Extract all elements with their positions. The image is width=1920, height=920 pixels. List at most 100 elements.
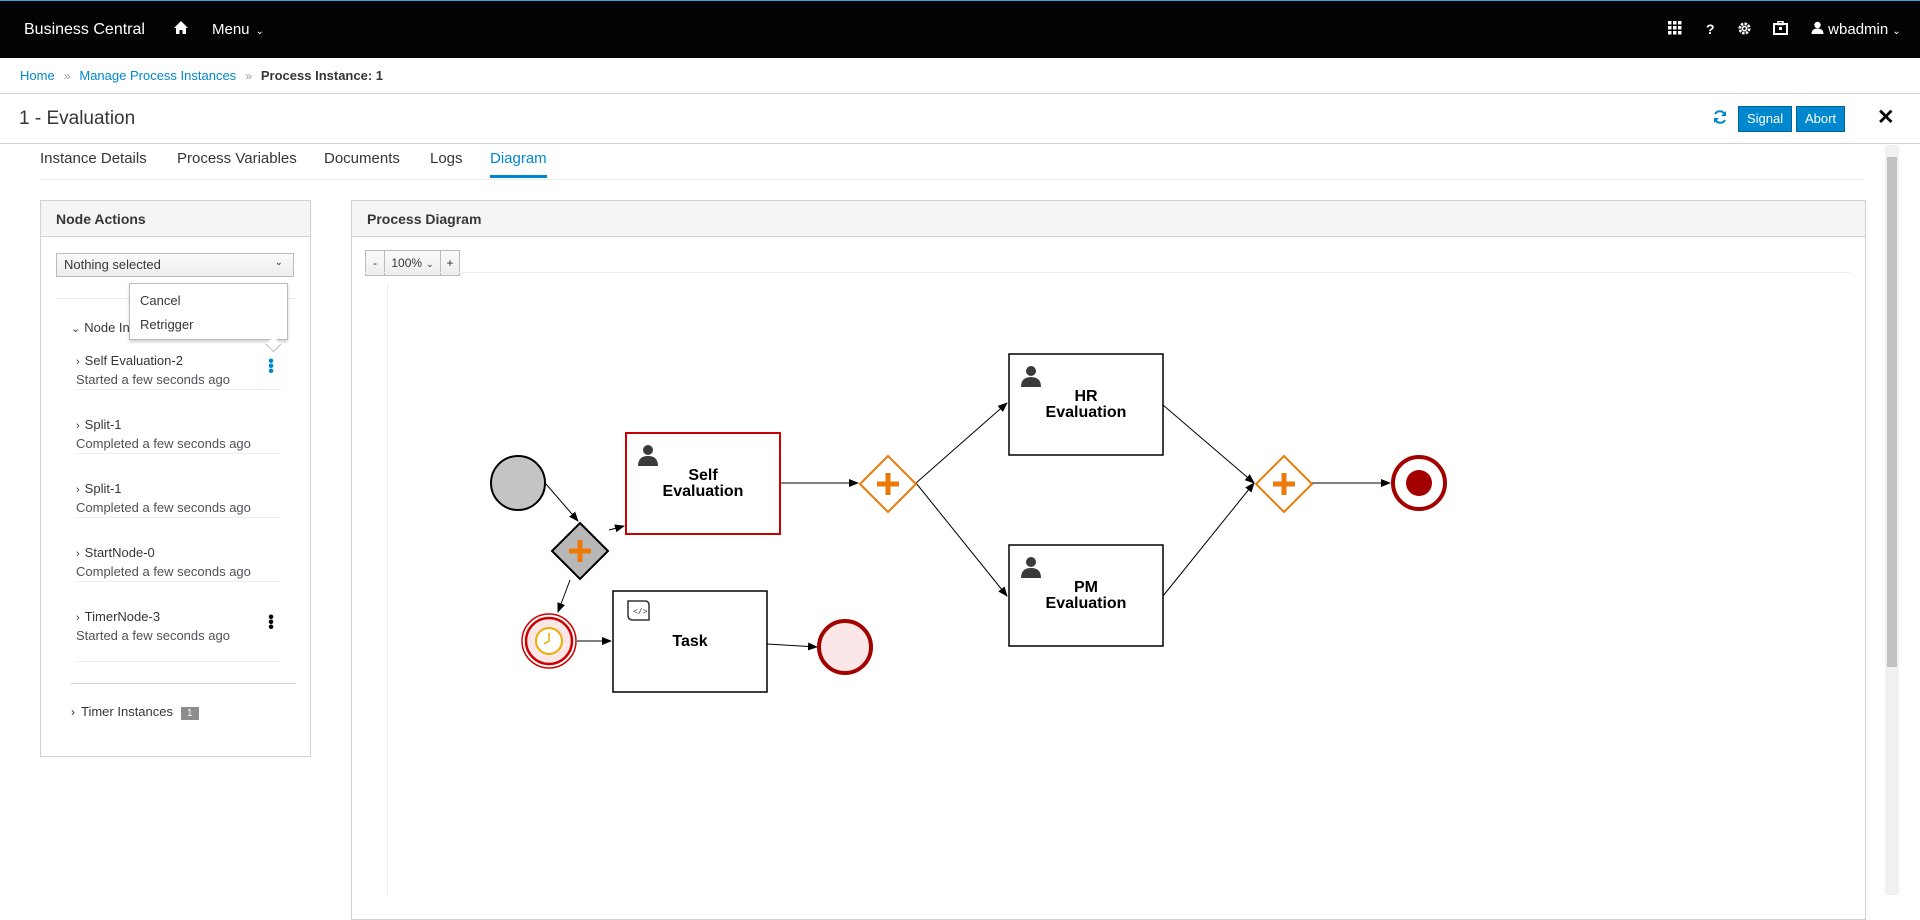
canvas-ruler: [387, 283, 388, 895]
node-name: StartNode-0: [84, 545, 155, 560]
tab-diagram[interactable]: Diagram: [490, 150, 547, 178]
chevron-right-icon: ›: [76, 420, 80, 432]
kebab-menu-icon[interactable]: •••: [268, 609, 274, 636]
scrollbar-thumb[interactable]: [1887, 157, 1897, 667]
node-status: Completed a few seconds ago: [76, 500, 251, 515]
timer-event[interactable]: [521, 613, 577, 669]
refresh-icon[interactable]: [1712, 109, 1728, 130]
signal-button[interactable]: Signal: [1738, 106, 1793, 132]
abort-button[interactable]: Abort: [1796, 106, 1846, 132]
chevron-right-icon: ›: [76, 612, 80, 624]
list-item[interactable]: › Split-1 Completed a few seconds ago: [76, 417, 276, 451]
node-status: Started a few seconds ago: [76, 628, 230, 643]
divider: [76, 389, 281, 390]
breadcrumb-home[interactable]: Home: [20, 68, 55, 83]
zoom-level-select[interactable]: 100%⌄: [384, 250, 441, 276]
task-label-line: Evaluation: [1046, 404, 1127, 421]
node-select-value: Nothing selected: [64, 257, 161, 272]
timer-count-badge: 1: [181, 707, 199, 720]
task-label-line: HR: [1074, 388, 1098, 405]
brand-title[interactable]: Business Central: [24, 21, 145, 38]
breadcrumb-manage-process-instances[interactable]: Manage Process Instances: [79, 68, 237, 83]
masthead: Business Central Menu ⌄ ? wbadmin⌄: [0, 0, 1920, 58]
task-pm-evaluation[interactable]: PM Evaluation: [1008, 544, 1164, 647]
process-diagram-heading: Process Diagram: [352, 201, 1865, 237]
page-title: 1 - Evaluation: [19, 108, 136, 129]
task-hr-evaluation[interactable]: HR Evaluation: [1008, 353, 1164, 456]
menu-dropdown[interactable]: Menu ⌄: [212, 21, 264, 38]
username: wbadmin: [1828, 21, 1889, 38]
chevron-right-icon: ›: [76, 484, 80, 496]
user-icon: [1811, 21, 1824, 34]
divider: [76, 517, 281, 518]
menu-item-cancel[interactable]: Cancel: [140, 293, 181, 308]
divider: [71, 683, 296, 684]
timer-instances-label: Timer Instances: [81, 704, 173, 719]
canvas-ruler: [365, 272, 1850, 273]
tasks-icon[interactable]: [1773, 20, 1788, 38]
list-item[interactable]: › TimerNode-3 Started a few seconds ago: [76, 609, 276, 643]
breadcrumb-separator: »: [63, 69, 71, 83]
breadcrumb-current: Process Instance: 1: [260, 68, 383, 83]
parallel-gateway[interactable]: [858, 454, 918, 514]
node-select[interactable]: Nothing selected ⌄: [56, 253, 294, 277]
svg-text:</>: </>: [633, 608, 648, 617]
chevron-right-icon: ›: [76, 548, 80, 560]
home-icon[interactable]: [173, 20, 189, 40]
node-name: Self Evaluation-2: [84, 353, 183, 368]
chevron-down-icon: ⌄: [255, 26, 264, 37]
parallel-gateway-split[interactable]: [550, 521, 610, 581]
start-event[interactable]: [490, 455, 546, 511]
chevron-down-icon: ⌄: [274, 257, 283, 268]
parallel-gateway-join[interactable]: [1254, 454, 1314, 514]
apps-grid-icon[interactable]: [1668, 21, 1682, 38]
task-script[interactable]: </> Task: [612, 590, 768, 693]
divider: [76, 661, 281, 662]
tab-documents[interactable]: Documents: [324, 150, 400, 167]
menu-item-retrigger[interactable]: Retrigger: [140, 317, 194, 332]
task-self-evaluation[interactable]: Self Evaluation: [625, 432, 781, 535]
end-event-terminate[interactable]: [817, 619, 873, 675]
task-label-line: Evaluation: [1046, 595, 1127, 612]
task-label-line: Self: [688, 467, 718, 484]
node-actions-dropdown-menu: Cancel Retrigger: [129, 283, 288, 353]
tab-instance-details[interactable]: Instance Details: [40, 150, 147, 167]
vertical-scrollbar[interactable]: [1885, 145, 1899, 895]
task-label-line: Task: [672, 633, 707, 650]
divider: [0, 93, 1920, 94]
zoom-level: 100%: [391, 256, 423, 270]
zoom-in-button[interactable]: +: [440, 250, 460, 276]
end-event[interactable]: [1391, 455, 1447, 511]
help-icon[interactable]: ?: [1706, 21, 1715, 37]
divider: [76, 581, 281, 582]
menu-label: Menu: [212, 21, 250, 38]
node-name: Split-1: [84, 417, 122, 432]
chevron-down-icon: ⌄: [71, 323, 81, 335]
node-name: TimerNode-3: [84, 609, 161, 624]
list-item[interactable]: ›Self Evaluation-2 Started a few seconds…: [76, 353, 276, 387]
gear-icon[interactable]: [1737, 21, 1752, 39]
node-actions-heading: Node Actions: [41, 201, 310, 237]
tab-logs[interactable]: Logs: [430, 150, 463, 167]
divider: [0, 143, 1920, 144]
task-label-line: PM: [1074, 579, 1098, 596]
chevron-right-icon: ›: [76, 356, 80, 368]
tab-process-variables[interactable]: Process Variables: [177, 150, 297, 167]
kebab-menu-icon[interactable]: •••: [268, 353, 274, 380]
divider: [76, 453, 281, 454]
zoom-out-button[interactable]: -: [365, 250, 385, 276]
tabs-underline: [40, 179, 1864, 180]
node-instances-toggle[interactable]: ⌄Node In: [71, 320, 130, 335]
node-name: Split-1: [84, 481, 122, 496]
node-status: Completed a few seconds ago: [76, 436, 251, 451]
user-menu[interactable]: wbadmin⌄: [1811, 21, 1901, 38]
node-status: Completed a few seconds ago: [76, 564, 251, 579]
sequence-flows: [545, 402, 1391, 651]
close-icon[interactable]: ✕: [1877, 106, 1895, 129]
list-item[interactable]: › Split-1 Completed a few seconds ago: [76, 481, 276, 515]
task-label-line: Evaluation: [663, 483, 744, 500]
script-task-icon: </>: [627, 600, 650, 621]
list-item[interactable]: › StartNode-0 Completed a few seconds ago: [76, 545, 276, 579]
process-diagram-canvas: Self Evaluation HR Evaluation PM Evaluat…: [490, 353, 1447, 693]
